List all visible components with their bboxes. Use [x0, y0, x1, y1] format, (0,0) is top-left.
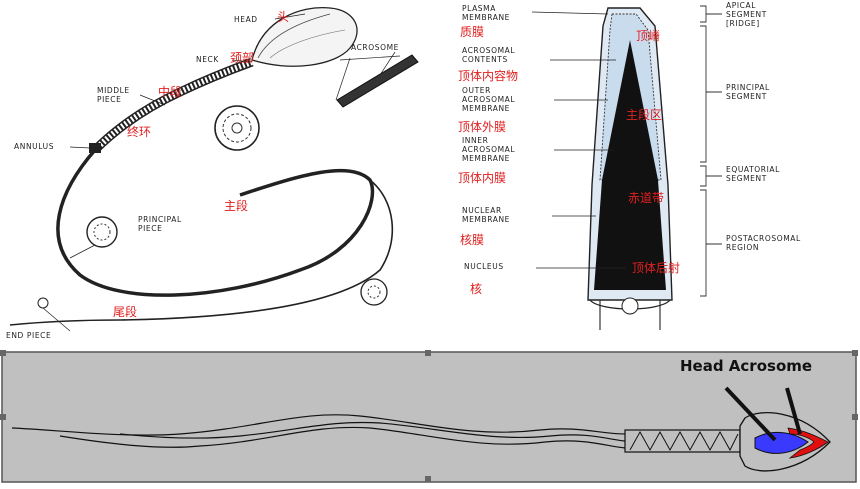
end-piece-cross-section [37, 278, 388, 309]
cn-label-principal-piece: 主段 [224, 198, 248, 213]
cn-label-inner-acrosomal-membrane: 顶体内膜 [458, 171, 506, 185]
resize-handle [0, 350, 6, 356]
cn-label-neck: 颈部 [230, 50, 254, 65]
cn-label-annulus: 终环 [127, 124, 151, 139]
acrosome-arrow [785, 387, 802, 435]
resize-handle [852, 350, 858, 356]
acrosome-shape [787, 427, 829, 459]
segment-brackets [700, 5, 722, 297]
cn-label-principal: 主段区 [626, 107, 662, 122]
label-annulus: ANNULUS [14, 142, 54, 151]
label-neck: NECK [196, 55, 219, 64]
bottom-sperm-panel: Head Acrosome [0, 350, 860, 484]
middle-piece [91, 57, 254, 154]
principal-piece [56, 148, 375, 297]
label-nucleus: NUCLEUS [464, 262, 504, 271]
label-end-piece: END PIECE [6, 331, 51, 340]
cn-label-nucleus: 核 [470, 282, 482, 296]
resize-handle [0, 414, 6, 420]
cn-label-apical: 顶嵴 [636, 29, 660, 43]
cn-label-plasma-membrane: 质膜 [460, 25, 484, 39]
principal-piece-cross-section [69, 216, 118, 259]
annulus-ring [89, 143, 101, 153]
cn-label-outer-acrosomal-membrane: 顶体外膜 [458, 120, 506, 134]
cn-label-acrosomal-contents: 顶体内容物 [458, 68, 518, 83]
sperm-head [251, 6, 358, 67]
middle-piece-cross-section [214, 105, 260, 151]
end-piece [9, 179, 394, 326]
resize-handle [425, 476, 431, 482]
bottom-sperm-diagram: Head Acrosome [0, 350, 858, 483]
resize-handle [425, 350, 431, 356]
nucleus-shape [594, 40, 666, 290]
cn-label-head: 头 [277, 10, 289, 24]
cn-label-equatorial: 赤道带 [628, 191, 664, 205]
tail-lines [11, 414, 626, 449]
cn-label-end-piece: 尾段 [113, 304, 137, 319]
head-arrow [724, 386, 777, 442]
cn-label-postacrosomal: 顶体后射 [632, 260, 680, 275]
acrosome-detail [335, 54, 419, 108]
resize-handle [852, 414, 858, 420]
label-acrosome: ACROSOME [351, 43, 399, 52]
head-acrosome-label: Head Acrosome [680, 357, 812, 375]
label-head: HEAD [234, 15, 258, 24]
cn-label-nuclear-membrane: 核膜 [460, 233, 484, 247]
cn-label-middle-piece: 中段 [158, 84, 182, 99]
midpiece-coil [624, 429, 741, 453]
